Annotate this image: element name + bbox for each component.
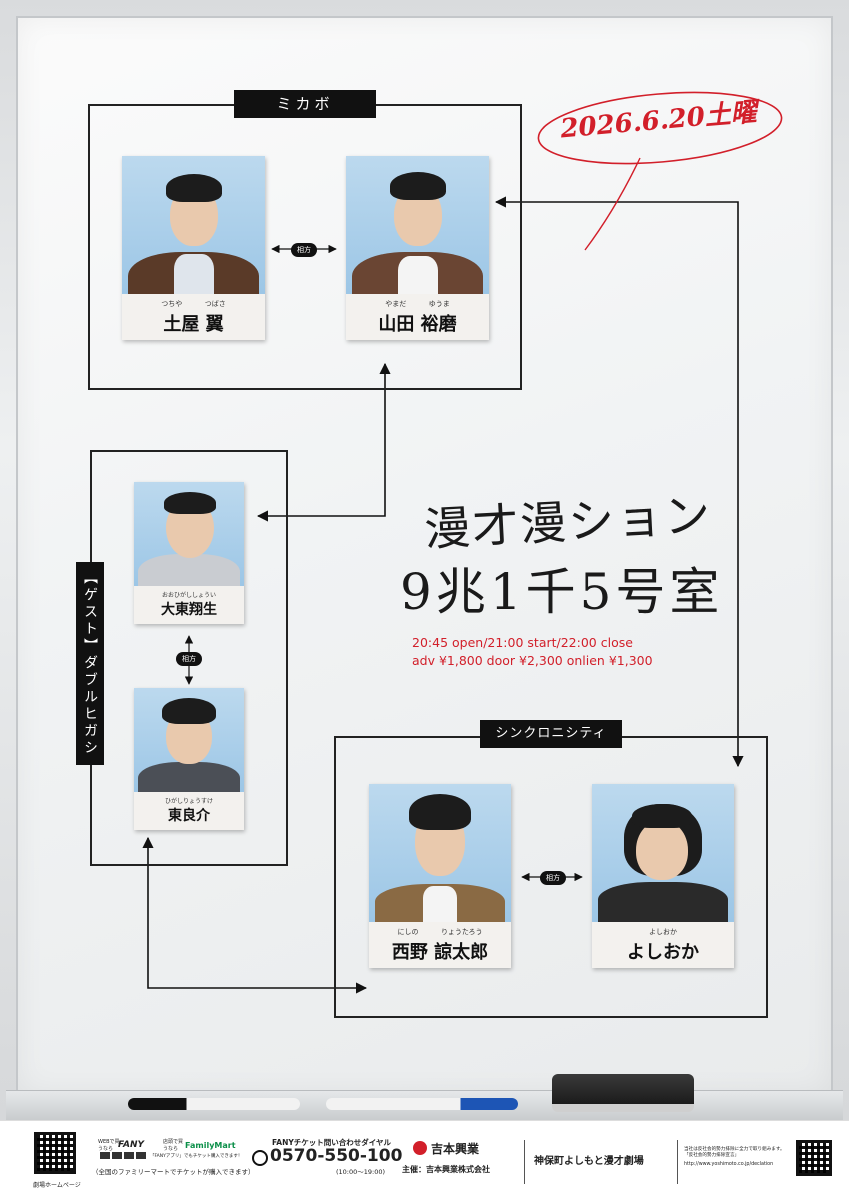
- partner-tag-double-higashi: 相方: [176, 652, 202, 666]
- qr-code-declaration: [796, 1140, 832, 1176]
- event-prices: adv ¥1,800 door ¥2,300 onlien ¥1,300: [412, 653, 653, 668]
- member-name: 土屋 翼: [163, 314, 224, 335]
- member-card-yamada: やまだ ゆうま 山田 裕磨: [346, 156, 489, 340]
- member-card-yoshioka: よしおか よしおか: [592, 784, 734, 968]
- member-card-nishino: にしの りょうたろう 西野 諒太郎: [369, 784, 511, 968]
- qr-code-theater: [34, 1132, 76, 1174]
- member-photo: [122, 156, 265, 294]
- member-card-daito: おおひがししょうい 大東翔生: [134, 482, 244, 624]
- marker-blue: [326, 1098, 518, 1110]
- date-circle: [537, 91, 783, 165]
- arrow-mikabo-double: [256, 362, 391, 522]
- member-photo: [134, 482, 244, 586]
- partner-tag-mikabo: 相方: [291, 243, 317, 257]
- group-label-double-higashi: 【ゲスト】ダブルヒガシ: [76, 562, 104, 765]
- event-title-line2: 9兆1千5号室: [400, 563, 724, 621]
- group-label-mikabo: ミカボ: [234, 90, 376, 118]
- dial-number: 0570-550-100: [270, 1146, 403, 1166]
- member-photo: [369, 784, 511, 922]
- arrow-double-synchro: [142, 836, 368, 994]
- group-label-synchronicity: シンクロニシティ: [480, 720, 622, 748]
- connector-lines: [142, 91, 783, 994]
- arrow-mikabo-synchro: [494, 196, 744, 768]
- member-name: 大東翔生: [161, 602, 217, 618]
- member-name: 西野 諒太郎: [391, 942, 489, 963]
- fany-logo: FANY: [118, 1140, 145, 1150]
- qr-caption: 劇場ホームページ: [33, 1182, 81, 1189]
- company-name: 吉本興業: [431, 1142, 480, 1156]
- member-photo: [134, 688, 244, 792]
- date-circle-tail: [584, 157, 641, 251]
- member-card-higashi: ひがしりょうすけ 東良介: [134, 688, 244, 830]
- footer: [0, 1120, 849, 1200]
- event-times: 20:45 open/21:00 start/22:00 close: [412, 635, 633, 650]
- member-photo: [592, 784, 734, 922]
- member-name: 東良介: [168, 808, 210, 824]
- member-card-tsuchiya: つちや つばさ 土屋 翼: [122, 156, 265, 340]
- member-photo: [346, 156, 489, 294]
- store-badges: [100, 1152, 146, 1159]
- eraser: [552, 1074, 694, 1112]
- partner-tag-synchronicity: 相方: [540, 871, 566, 885]
- theater-name: 神保町よしもと漫才劇場: [534, 1156, 644, 1167]
- familymart-logo: FamilyMart: [185, 1141, 236, 1150]
- marker-black: [128, 1098, 300, 1110]
- member-name: よしおか: [627, 942, 699, 963]
- member-name: 山田 裕磨: [378, 314, 457, 335]
- yoshimoto-logo-icon: [413, 1141, 427, 1155]
- phone-icon: [252, 1150, 268, 1166]
